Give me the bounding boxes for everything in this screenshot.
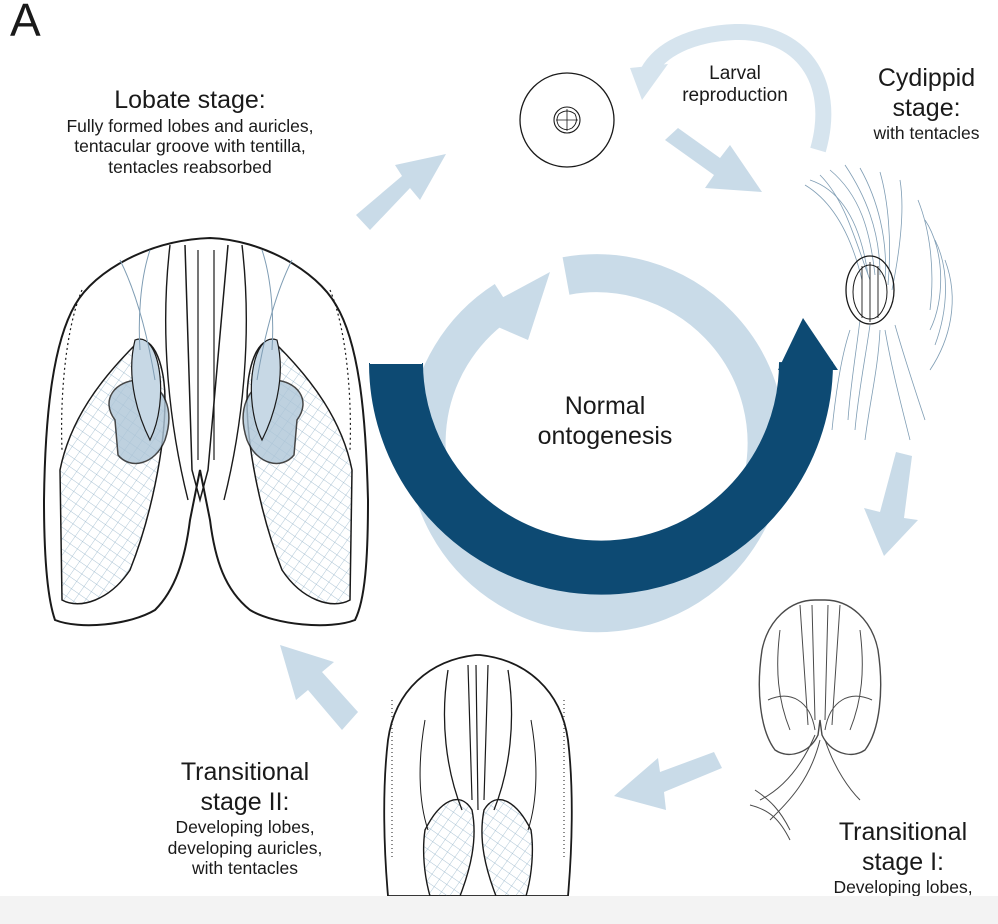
lobate-illustration [44,238,368,625]
transitional-1-title1: Transitional [808,818,998,848]
lobate-stage-title: Lobate stage: [20,86,360,116]
arrow-cydippid-to-trans1 [864,452,918,556]
center-label: Normal ontogenesis [520,392,690,451]
transitional-1-title2: stage I: [808,848,998,878]
transitional-1-illustration [750,600,881,840]
lobate-stage-line1: Fully formed lobes and auricles, [20,116,360,137]
transitional-2-title1: Transitional [140,758,350,788]
reverse-development-label: Reverse development [486,626,729,695]
cydippid-stage-title1: Cydippid [855,64,998,94]
transitional-2-line3: with tentacles [140,858,350,879]
center-label-line1: Normal [520,392,690,422]
larval-reproduction-label: Larval reproduction [660,63,810,108]
cydippid-stage-title2: stage: [855,94,998,124]
transitional-1-line1: Developing lobes, [808,877,998,898]
transitional-2-title2: stage II: [140,788,350,818]
stage-arrows [280,128,918,810]
transitional-2-line1: Developing lobes, [140,817,350,838]
arrow-trans1-to-trans2 [614,752,722,810]
arrow-egg-to-cydippid [665,128,762,192]
bottom-bar [0,896,998,924]
lobate-stage-line2: tentacular groove with tentilla, [20,136,360,157]
panel-letter: A [10,0,41,46]
lobate-stage-label: Lobate stage: Fully formed lobes and aur… [20,86,360,177]
arrow-lobate-to-egg [356,154,446,230]
egg-illustration [520,73,614,167]
cydippid-stage-line1: with tentacles [855,123,998,144]
center-label-line2: ontogenesis [520,422,690,452]
larval-line1: Larval [660,63,810,85]
cydippid-stage-label: Cydippid stage: with tentacles [855,64,998,144]
arrow-trans2-to-lobate [280,645,358,730]
transitional-2-illustration [384,655,572,896]
transitional-2-line2: developing auricles, [140,838,350,859]
transitional-2-label: Transitional stage II: Developing lobes,… [140,758,350,879]
lobate-stage-line3: tentacles reabsorbed [20,157,360,178]
transitional-1-label: Transitional stage I: Developing lobes, [808,818,998,898]
larval-line2: reproduction [660,85,810,107]
